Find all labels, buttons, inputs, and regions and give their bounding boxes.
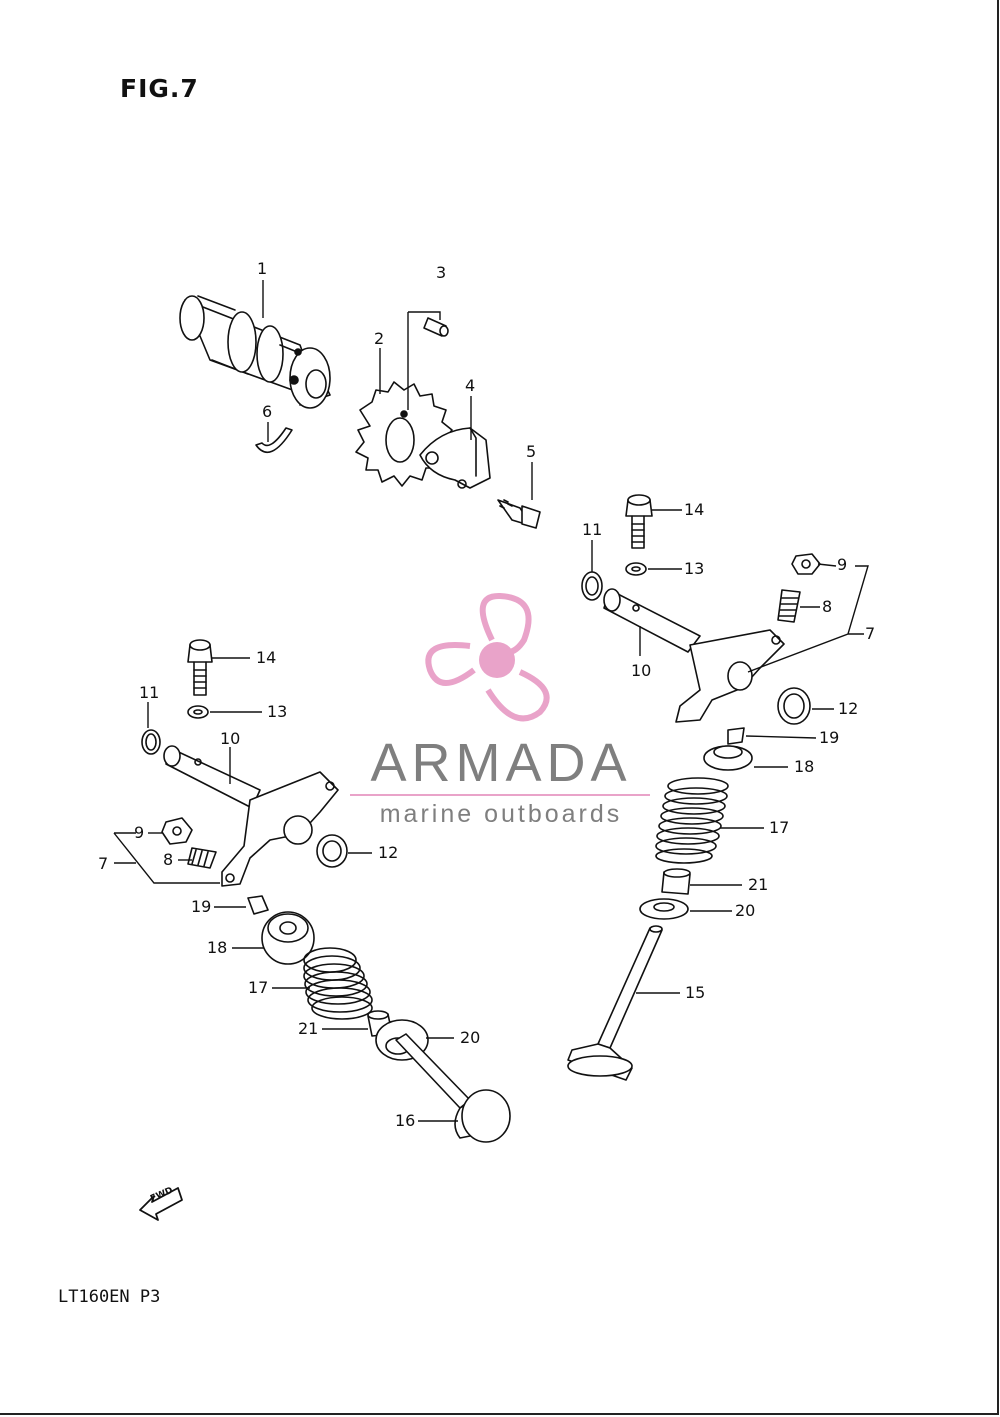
watermark-tagline: marine outboards bbox=[379, 800, 623, 828]
callout-label: 12 bbox=[838, 699, 859, 718]
callout-label: 21 bbox=[298, 1019, 319, 1038]
left-spring-retainer-part bbox=[261, 911, 315, 965]
callout-label: 15 bbox=[685, 983, 706, 1002]
fwd-arrow-icon bbox=[139, 1187, 183, 1221]
callout-label: 9 bbox=[134, 823, 145, 842]
callout-label: 8 bbox=[163, 850, 174, 869]
callout-label: 11 bbox=[582, 520, 603, 539]
callout-label: 12 bbox=[378, 843, 399, 862]
armada-logo-icon bbox=[425, 592, 550, 722]
dowel-pin-part bbox=[423, 317, 449, 337]
left-adjusting-screw-part bbox=[187, 847, 217, 869]
callout-label: 5 bbox=[526, 442, 537, 461]
exhaust-valve-part bbox=[567, 925, 663, 1081]
callout-label: 1 bbox=[257, 259, 268, 278]
callout-label: 4 bbox=[465, 376, 476, 395]
callout-label: 19 bbox=[191, 897, 212, 916]
watermark-divider bbox=[350, 794, 650, 796]
callout-label: 18 bbox=[794, 757, 815, 776]
left-o-ring-part bbox=[141, 729, 161, 755]
intake-valve-part bbox=[395, 1033, 511, 1143]
left-rocker-shaft-part bbox=[163, 745, 261, 809]
right-spring-seat-part bbox=[639, 898, 689, 920]
right-spring-retainer-part bbox=[703, 745, 753, 771]
callout-label: 14 bbox=[256, 648, 277, 667]
right-valve-cotter-part bbox=[727, 727, 745, 745]
callout-label: 9 bbox=[837, 555, 848, 574]
callout-label: 13 bbox=[267, 702, 288, 721]
callout-label: 21 bbox=[748, 875, 769, 894]
right-seal-part bbox=[777, 687, 811, 725]
callout-label: 18 bbox=[207, 938, 228, 957]
callout-label: 2 bbox=[374, 329, 385, 348]
right-adjusting-screw-part bbox=[777, 589, 801, 623]
left-bolt-part bbox=[187, 639, 213, 696]
left-valve-spring-part bbox=[303, 947, 373, 1020]
callout-label: 13 bbox=[684, 559, 705, 578]
right-washer-part bbox=[625, 562, 647, 576]
left-seal-part bbox=[316, 834, 348, 868]
callout-label: 8 bbox=[822, 597, 833, 616]
callout-label: 14 bbox=[684, 500, 705, 519]
camshaft-part bbox=[179, 295, 331, 409]
cam-clip-part bbox=[255, 427, 293, 454]
right-bolt-part bbox=[625, 494, 653, 549]
callout-label: 10 bbox=[631, 661, 652, 680]
retainer-plate-part bbox=[419, 427, 491, 489]
callout-label: 7 bbox=[865, 624, 876, 643]
sprocket-bolt-part bbox=[497, 499, 541, 529]
right-rocker-shaft-part bbox=[603, 588, 701, 653]
right-stem-seal-part bbox=[661, 868, 691, 895]
right-valve-spring-part bbox=[655, 777, 729, 864]
right-o-ring-part bbox=[581, 571, 603, 601]
callout-label: 16 bbox=[395, 1111, 416, 1130]
callout-label: 17 bbox=[769, 818, 790, 837]
left-lock-nut-part bbox=[161, 817, 193, 845]
callout-label: 7 bbox=[98, 854, 109, 873]
callout-label: 10 bbox=[220, 729, 241, 748]
left-valve-cotter-part bbox=[247, 895, 269, 915]
callout-label: 11 bbox=[139, 683, 160, 702]
right-lock-nut-part bbox=[791, 553, 821, 575]
callout-label: 20 bbox=[460, 1028, 481, 1047]
left-rocker-arm-part bbox=[221, 771, 339, 887]
callout-label: 3 bbox=[436, 263, 447, 282]
left-washer-part bbox=[187, 705, 209, 719]
callout-label: 20 bbox=[735, 901, 756, 920]
callout-label: 6 bbox=[262, 402, 273, 421]
right-rocker-arm-part bbox=[675, 629, 785, 723]
model-code: LT160EN P3 bbox=[58, 1287, 161, 1307]
callout-label: 19 bbox=[819, 728, 840, 747]
leader-lines bbox=[113, 280, 869, 1122]
watermark-brand: ARMADA bbox=[370, 733, 632, 793]
figure-title: FIG.7 bbox=[120, 74, 199, 103]
callout-label: 17 bbox=[248, 978, 269, 997]
